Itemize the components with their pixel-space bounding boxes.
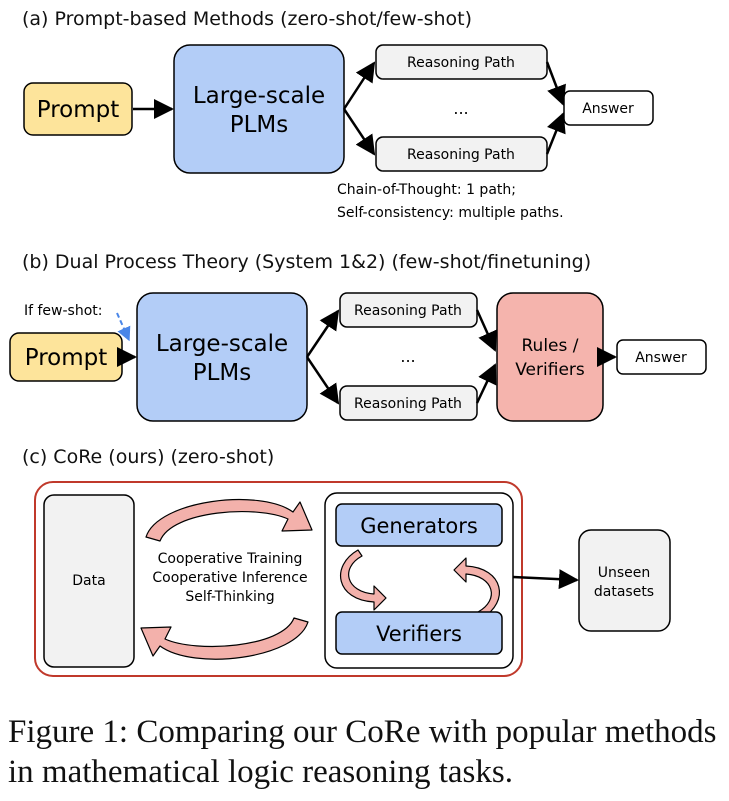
panel-c-small-cycle-arrow-left xyxy=(340,549,387,611)
panel-a-plm-line1: Large-scale xyxy=(193,83,325,109)
panel-a-answer-box xyxy=(563,90,654,126)
panel-c-coop-inference: Cooperative Inference xyxy=(152,570,307,586)
panel-a-prompt-label: Prompt xyxy=(37,97,120,123)
panel-a-fork-arrow-bottom xyxy=(342,108,376,156)
panel-c-coop-training: Cooperative Training xyxy=(158,551,303,567)
panel-c-data-label: Data xyxy=(72,573,105,589)
panel-b-prompt-label: Prompt xyxy=(25,345,108,371)
panel-b-ellipsis: ... xyxy=(400,347,415,366)
panel-b-reasoning-path-bottom-label: Reasoning Path xyxy=(354,396,462,412)
panel-b-plm-line2: PLMs xyxy=(193,360,252,386)
panel-a-reasoning-path-bottom-label: Reasoning Path xyxy=(407,147,515,163)
panel-c-unseen-line2: datasets xyxy=(594,584,654,600)
panel-a-title: (a) Prompt-based Methods (zero-shot/few-… xyxy=(22,8,472,30)
panel-a-answer-label: Answer xyxy=(582,101,634,117)
panel-b-rules-line2: Verifiers xyxy=(515,360,585,380)
panel-c-title: (c) CoRe (ours) (zero-shot) xyxy=(22,446,274,468)
panel-a-note-line2: Self-consistency: multiple paths. xyxy=(337,205,564,221)
panel-a-plm-line2: PLMs xyxy=(230,112,289,138)
panel-c-data-box xyxy=(43,494,135,668)
panel-b-dashed-arrow xyxy=(116,312,131,342)
panel-c-verifiers-box xyxy=(335,611,503,655)
figure-caption: Figure 1: Comparing our CoRe with popula… xyxy=(8,714,717,790)
panel-b-rules-verifiers-box xyxy=(496,292,604,422)
panel-c-self-thinking: Self-Thinking xyxy=(185,589,274,605)
panel-a-prompt-box xyxy=(23,82,133,136)
panel-a-merge-arrow-bottom xyxy=(545,112,566,155)
panel-c-verifiers-label: Verifiers xyxy=(376,622,462,646)
panel-a-ellipsis: ... xyxy=(453,99,468,118)
panel-b-title: (b) Dual Process Theory (System 1&2) (fe… xyxy=(22,251,591,273)
panel-b-fork-arrow-top xyxy=(305,309,340,358)
panel-c-small-cycle-arrow-right xyxy=(453,557,500,619)
panel-b-reasoning-path-top-label: Reasoning Path xyxy=(354,303,462,319)
panel-c-generators-box xyxy=(335,503,503,547)
figure-diagram: (a) Prompt-based Methods (zero-shot/few-… xyxy=(9,8,707,677)
panel-c-cycle-arrow-bottom xyxy=(140,617,309,660)
panel-c-unseen-datasets-box xyxy=(578,529,671,632)
panel-a-note-line1: Chain-of-Thought: 1 path; xyxy=(337,182,516,198)
panel-a-reasoning-path-top-label: Reasoning Path xyxy=(407,55,515,71)
panel-c-output-arrow xyxy=(512,569,579,590)
panel-b-plm-line1: Large-scale xyxy=(156,331,288,357)
panel-a-plm-box xyxy=(173,44,345,174)
panel-b-merge-arrow-bottom xyxy=(475,363,497,404)
panel-b-rules-line1: Rules / xyxy=(522,336,579,356)
panel-a-merge-arrow-top xyxy=(545,61,566,106)
panel-b-answer-label: Answer xyxy=(635,350,687,366)
panel-a-fork-arrow-top xyxy=(342,61,376,110)
panel-b-fork-arrow-bottom xyxy=(305,356,340,405)
panel-c-cycle-arrow-top xyxy=(145,498,313,542)
panel-c-unseen-line1: Unseen xyxy=(598,565,651,581)
panel-b-plm-box xyxy=(136,292,308,422)
panel-c-generators-label: Generators xyxy=(360,514,478,538)
panel-b-if-few-shot: If few-shot: xyxy=(24,303,103,319)
panel-b-answer-box xyxy=(616,339,707,375)
panel-b-merge-arrow-top xyxy=(475,309,497,352)
